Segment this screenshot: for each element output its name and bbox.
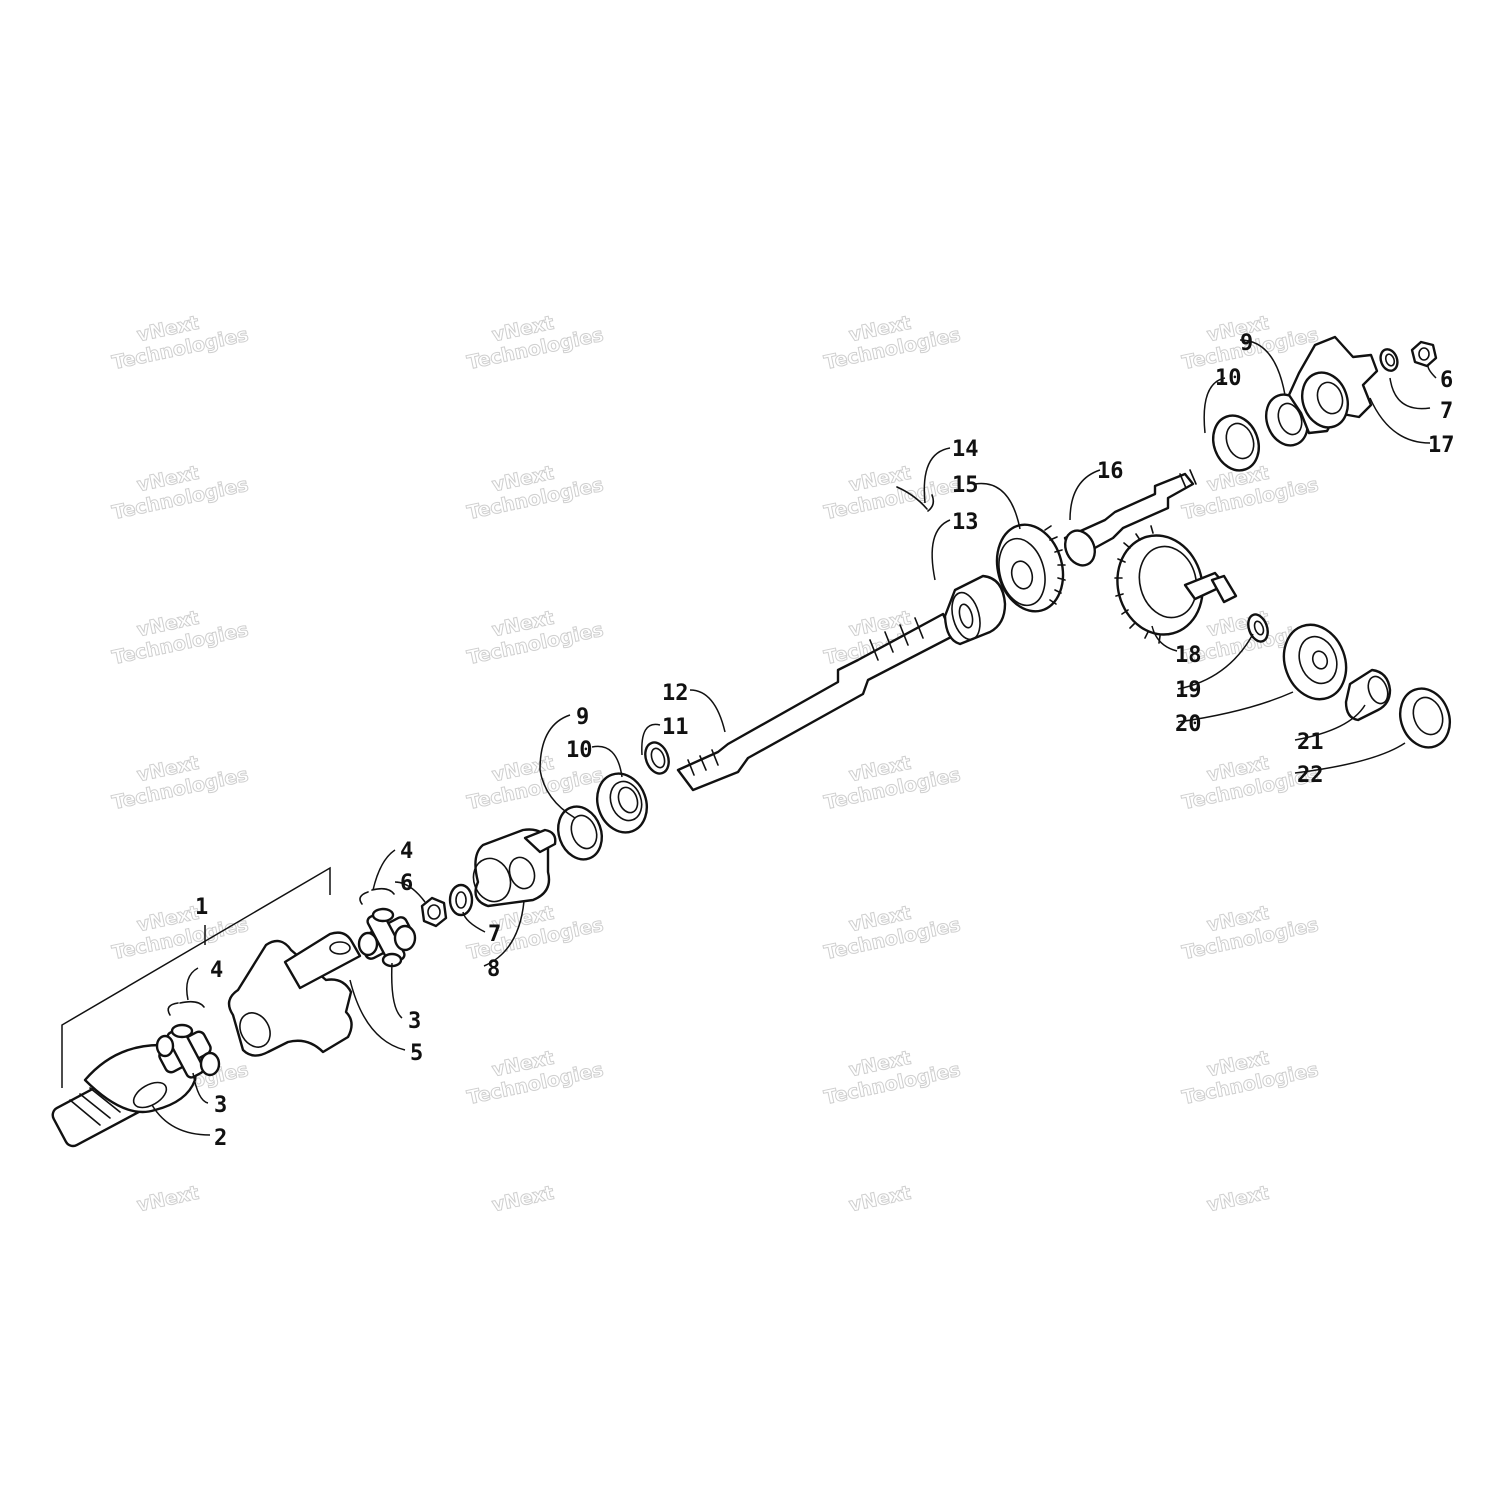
part-7-washer-upper — [1379, 348, 1399, 372]
part-8-pinion-yoke — [472, 828, 557, 908]
watermark-line1: vNext — [135, 1182, 201, 1217]
part-3-universal-joint-cross-upper — [357, 907, 417, 968]
callout-17: 17 — [1428, 433, 1455, 458]
part-16-intermediate-shaft — [1063, 469, 1197, 567]
part-12-pinion-shaft — [676, 612, 955, 792]
part-4-snap-ring-upper — [359, 887, 395, 905]
watermark-logo: vNext — [490, 1181, 557, 1217]
part-17-flanged-hub — [1287, 335, 1379, 435]
callout-4-lower: 4 — [210, 958, 223, 983]
part-10-bearing-lower — [596, 772, 648, 834]
callout-7-lower: 7 — [488, 922, 501, 947]
callout-21: 21 — [1297, 730, 1324, 755]
callout-11: 11 — [662, 715, 689, 740]
callout-9-upper: 9 — [1240, 331, 1253, 356]
watermark-line1: vNext — [847, 1182, 913, 1217]
callout-2: 2 — [214, 1126, 227, 1151]
callout-20: 20 — [1175, 712, 1202, 737]
callout-22: 22 — [1297, 763, 1324, 788]
part-18-driven-gear — [1114, 525, 1238, 644]
part-6-hex-nut-lower — [420, 896, 448, 928]
watermark-logo: vNext — [847, 1181, 914, 1217]
callout-12: 12 — [662, 681, 689, 706]
part-22-ball-bearing — [1399, 687, 1451, 749]
part-21-needle-bearing — [1344, 668, 1392, 722]
watermark-line1: vNext — [490, 1182, 556, 1217]
callout-5: 5 — [410, 1041, 423, 1066]
callout-10-upper: 10 — [1215, 366, 1242, 391]
callout-8: 8 — [487, 957, 500, 982]
callout-14: 14 — [952, 437, 979, 462]
callout-19: 19 — [1175, 678, 1202, 703]
callout-1: 1 — [195, 895, 208, 920]
leader-lines — [151, 339, 1437, 1136]
drive-shaft-assembly-bracket — [61, 866, 331, 1088]
part-10-bearing-upper — [1212, 414, 1260, 472]
callout-6-lower: 6 — [400, 871, 413, 896]
callout-18: 18 — [1175, 643, 1202, 668]
part-6-hex-nut-upper — [1410, 340, 1438, 368]
part-13-roller-bearing — [943, 574, 1007, 646]
callout-3-upper: 3 — [408, 1009, 421, 1034]
part-4-snap-ring-lower — [167, 1000, 205, 1016]
callout-13: 13 — [952, 510, 979, 535]
part-14-retaining-clip — [896, 486, 935, 512]
watermark-line1: vNext — [1205, 1182, 1271, 1217]
watermark-logo: vNext — [135, 1181, 202, 1217]
part-5-slip-yoke-shaft — [227, 931, 362, 1057]
callout-6-upper: 6 — [1440, 368, 1453, 393]
callout-3-lower: 3 — [214, 1093, 227, 1118]
callout-4-upper: 4 — [400, 839, 413, 864]
callout-15: 15 — [952, 473, 979, 498]
callout-16: 16 — [1097, 459, 1124, 484]
callout-labels: 1 2 3 3 4 4 5 6 6 7 7 8 9 9 10 10 11 12 … — [195, 331, 1455, 1151]
part-7-washer-lower — [448, 883, 474, 917]
callout-10-lower: 10 — [566, 738, 593, 763]
callout-7-upper: 7 — [1440, 399, 1453, 424]
callout-9-lower: 9 — [576, 705, 589, 730]
part-9-oil-seal-lower — [557, 805, 603, 861]
part-11-o-ring — [644, 741, 670, 775]
watermark-logo: vNext — [1205, 1181, 1272, 1217]
part-20-ball-bearing-large — [1282, 623, 1348, 701]
part-3-universal-joint-cross-lower — [155, 1023, 221, 1079]
